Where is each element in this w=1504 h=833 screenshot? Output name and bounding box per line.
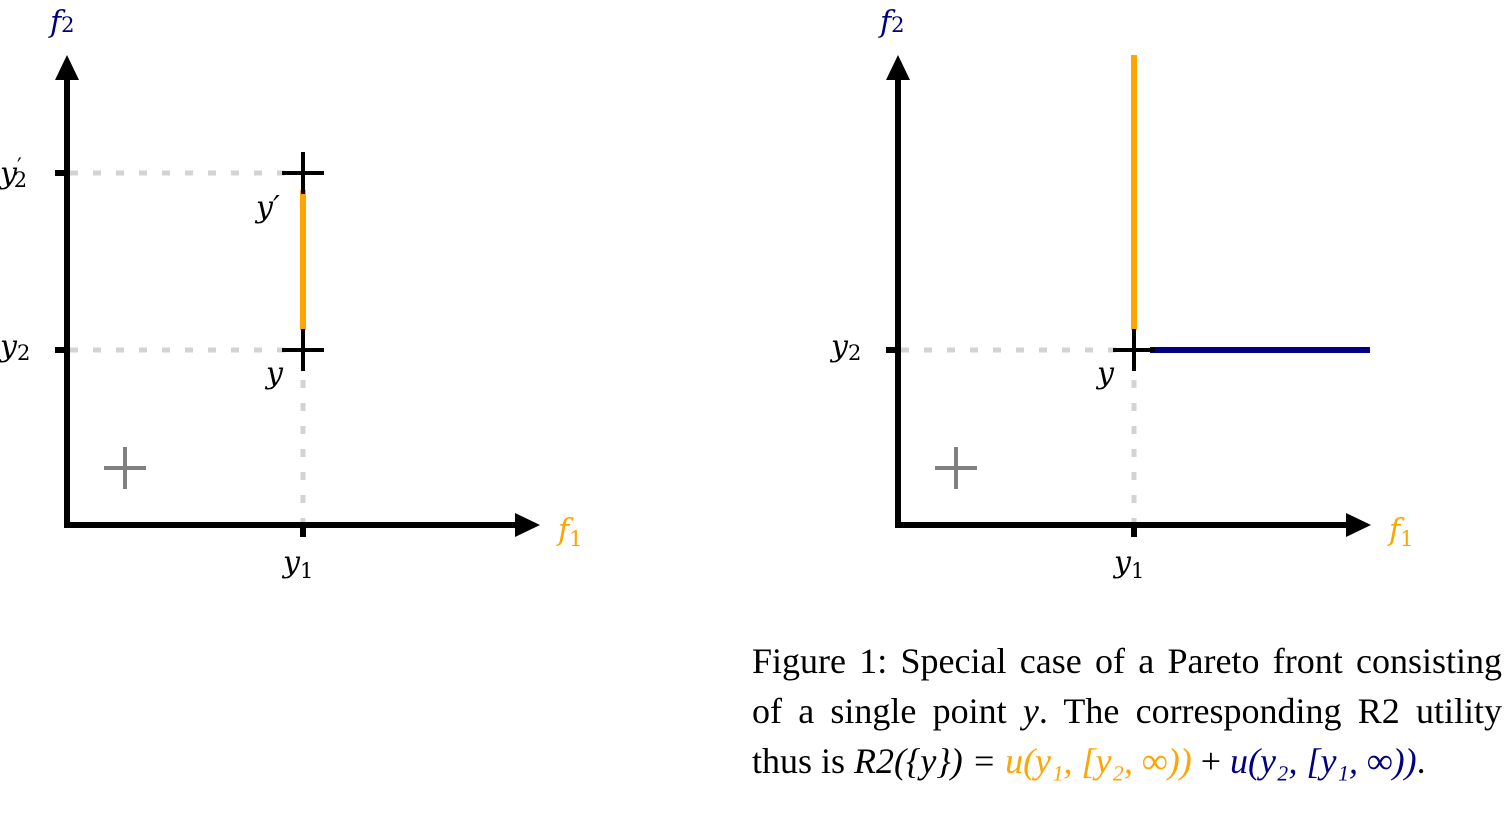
point-y-prime-cross-icon	[282, 152, 324, 194]
y-axis-arrow-icon	[55, 55, 79, 80]
y-axis-arrow-icon	[886, 55, 910, 80]
point-label-y-prime: y′	[254, 190, 280, 225]
caption-term-navy: u(y₂, [y₁, ∞))	[1230, 741, 1417, 781]
caption-plus: +	[1200, 741, 1222, 781]
tick-label-y2-prime: y′2	[0, 154, 27, 192]
caption-text-2: . The corresponding R2 utility thus is	[752, 691, 1502, 781]
left-panel: f2 f1 y′2 y2 y1 y′ y	[0, 5, 582, 583]
caption-var-y: y	[1022, 691, 1039, 731]
other-point-cross-icon	[935, 447, 977, 489]
figure-caption: Figure 1: Special case of a Pareto front…	[752, 636, 1502, 786]
tick-label-y1: y1	[281, 545, 313, 583]
point-label-y: y	[264, 356, 284, 391]
tick-label-y2: y2	[0, 329, 30, 365]
other-point-cross-icon	[104, 447, 146, 489]
point-y-cross-icon	[1113, 329, 1155, 371]
y-axis-label: f2	[878, 5, 904, 40]
y-axis-label: f2	[48, 5, 74, 40]
point-label-y: y	[1095, 356, 1115, 391]
right-panel: f2 f1 y2 y1 y	[829, 5, 1413, 583]
caption-term-orange: u(y₁, [y₂, ∞))	[1005, 741, 1192, 781]
caption-text: Figure 1: Special case of a Pareto front…	[752, 641, 1502, 731]
tick-label-y2: y2	[829, 329, 861, 365]
x-axis-label: f1	[1387, 513, 1413, 551]
x-axis-arrow-icon	[515, 513, 540, 537]
caption-period: .	[1416, 741, 1426, 781]
caption-r2-expression: R2({y}) =	[854, 741, 997, 781]
tick-label-y1: y1	[1112, 545, 1144, 583]
x-axis-arrow-icon	[1346, 513, 1371, 537]
point-y-cross-icon	[282, 329, 324, 371]
x-axis-label: f1	[556, 513, 582, 551]
